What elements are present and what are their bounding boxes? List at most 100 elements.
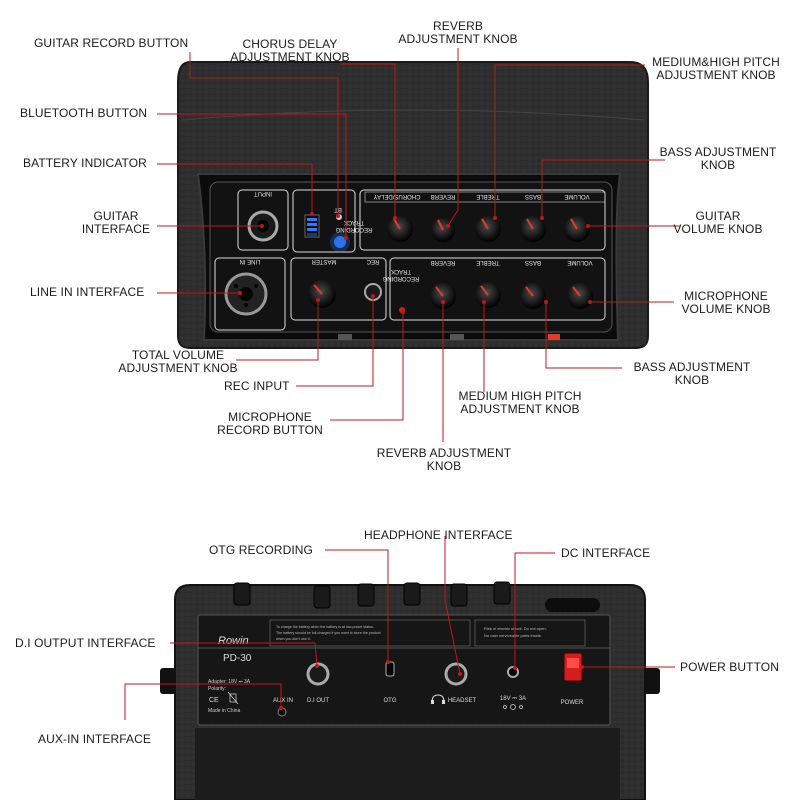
master-knob[interactable] xyxy=(308,280,336,308)
reverb-knob-guitar[interactable] xyxy=(431,218,455,242)
panel-recording-small: RECORDING xyxy=(335,226,372,232)
panel-input-text: INPUT xyxy=(254,190,272,196)
panel-track-text: TRACK xyxy=(391,268,411,274)
label-reverb-top-line2: ADJUSTMENT KNOB xyxy=(398,32,518,46)
panel-reverb-text-2: REVERB xyxy=(431,259,456,265)
brand-logo: Rowin xyxy=(218,635,249,647)
battery-led-2 xyxy=(307,223,317,226)
label-aux-in-interface: AUX-IN INTERFACE xyxy=(38,732,151,746)
panel-chorus-text: CHORUS/DELAY xyxy=(374,193,421,199)
bass-knob-guitar[interactable] xyxy=(520,216,546,242)
label-bass-bottom-line1: BASS ADJUSTMENT xyxy=(633,360,751,374)
battery-led-3 xyxy=(307,228,317,231)
panel-track-small: TRACK xyxy=(344,219,364,225)
label-guitar-interface: GUITAR INTERFACE xyxy=(82,210,150,236)
panel-volume-text-2: VOLUME xyxy=(567,259,592,265)
panel-treble-text: TREBLE xyxy=(476,193,499,199)
label-mhp-top-line2: ADJUSTMENT KNOB xyxy=(656,68,776,82)
label-medium-high-pitch-knob-bottom: MEDIUM HIGH PITCH ADJUSTMENT KNOB xyxy=(458,390,581,416)
label-headphone-interface: HEADPHONE INTERFACE xyxy=(364,528,513,542)
battery-led-1 xyxy=(307,218,317,221)
headset-jack[interactable] xyxy=(444,662,468,686)
reverb-knob-mic[interactable] xyxy=(430,283,456,309)
adapter-text: Adapter: 18V ⎓ 3A xyxy=(208,679,251,685)
otg-text: OTG xyxy=(384,698,397,704)
dc-polarity-icon xyxy=(503,704,523,710)
label-chorus-delay-knob: CHORUS DELAY ADJUSTMENT KNOB xyxy=(230,38,349,64)
volume-knob-guitar[interactable] xyxy=(564,216,590,242)
label-mic-record-line2: RECORD BUTTON xyxy=(217,423,323,437)
label-di-output-interface: D.I OUTPUT INTERFACE xyxy=(15,636,156,650)
label-guitar-interface-line2: INTERFACE xyxy=(81,222,151,236)
label-bass-knob-bottom: BASS ADJUSTMENT KNOB xyxy=(634,361,751,387)
notice-left-2: The battery should be full-charged if yo… xyxy=(276,631,381,635)
bottom-amp xyxy=(160,581,660,800)
label-guitar-volume-knob: GUITAR VOLUME KNOB xyxy=(673,210,762,236)
top-amp xyxy=(177,61,649,349)
di-out-jack[interactable] xyxy=(306,662,330,686)
panel-bass-text: BASS xyxy=(525,193,541,199)
label-bass-top-line1: BASS ADJUSTMENT xyxy=(659,145,777,159)
label-total-volume-line2: ADJUSTMENT KNOB xyxy=(118,361,238,375)
dc-rating-text: 18V ⎓ 3A xyxy=(500,696,526,702)
panel-bass-text-2: BASS xyxy=(525,259,541,265)
bass-knob-mic[interactable] xyxy=(520,283,546,309)
chorus-delay-knob[interactable] xyxy=(387,216,413,242)
label-bass-knob-top: BASS ADJUSTMENT KNOB xyxy=(660,146,777,172)
label-mhp-top-line1: MEDIUM&HIGH PITCH xyxy=(652,55,780,69)
label-otg-recording: OTG RECORDING xyxy=(209,543,313,557)
headset-text: HEADSET xyxy=(448,698,477,704)
notice-left-1: To charge the battery when the battery i… xyxy=(276,625,374,629)
panel-master-text: MASTER xyxy=(311,258,337,264)
bluetooth-button[interactable] xyxy=(334,236,346,248)
notice-right-2: No user serviceable parts inside. xyxy=(484,633,542,638)
polarity-text: Polarity: xyxy=(208,686,226,692)
label-medium-high-pitch-knob-top: MEDIUM&HIGH PITCH ADJUSTMENT KNOB xyxy=(652,56,780,82)
label-reverb-bottom-line2: KNOB xyxy=(426,459,462,473)
label-line-in-interface: LINE IN INTERFACE xyxy=(30,285,145,299)
battery-led-4 xyxy=(307,233,317,236)
label-mic-volume-line1: MICROPHONE xyxy=(684,289,768,303)
power-text: POWER xyxy=(561,700,584,706)
otg-port[interactable] xyxy=(385,661,395,677)
label-guitar-interface-line1: GUITAR xyxy=(93,209,139,223)
headphone-icon xyxy=(431,694,445,704)
leader-lines xyxy=(124,48,680,720)
notice-left-3: when you don't use it. xyxy=(276,637,311,641)
treble-knob-mic[interactable] xyxy=(475,282,501,308)
label-total-volume-knob: TOTAL VOLUME ADJUSTMENT KNOB xyxy=(118,349,237,375)
volume-knob-mic[interactable] xyxy=(567,283,593,309)
label-mhp-bottom-line1: MEDIUM HIGH PITCH xyxy=(458,389,582,403)
label-mic-volume-line2: VOLUME KNOB xyxy=(681,302,771,316)
label-guitar-record-button: GUITAR RECORD BUTTON xyxy=(34,36,189,50)
treble-knob-guitar[interactable] xyxy=(475,216,501,242)
label-reverb-knob-top: REVERB ADJUSTMENT KNOB xyxy=(398,20,517,46)
label-total-volume-line1: TOTAL VOLUME xyxy=(131,348,225,362)
panel-line-in-text: LINE IN xyxy=(239,258,260,264)
panel-rec-text: REC xyxy=(366,258,379,264)
panel-volume-text: VOLUME xyxy=(564,193,589,199)
label-microphone-record-button: MICROPHONE RECORD BUTTON xyxy=(217,411,323,437)
panel-treble-text-2: TREBLE xyxy=(476,259,499,265)
label-reverb-bottom-line1: REVERB ADJUSTMENT xyxy=(376,446,512,460)
label-power-button: POWER BUTTON xyxy=(680,660,779,674)
made-in-text: Made in China xyxy=(208,708,240,714)
label-microphone-volume-knob: MICROPHONE VOLUME KNOB xyxy=(681,290,770,316)
panel-recording-text: RECORDING xyxy=(382,275,419,281)
label-reverb-top-line1: REVERB xyxy=(433,19,483,33)
label-chorus-delay-line1: CHORUS DELAY xyxy=(242,37,338,51)
label-mhp-bottom-line2: ADJUSTMENT KNOB xyxy=(460,402,580,416)
svg-text:CE: CE xyxy=(209,697,219,704)
label-bluetooth-button: BLUETOOTH BUTTON xyxy=(20,106,148,120)
bin-icon xyxy=(227,691,239,705)
label-mic-record-line1: MICROPHONE xyxy=(228,410,312,424)
model-label: PD-30 xyxy=(223,653,252,664)
label-bass-top-line2: KNOB xyxy=(700,158,736,172)
ce-mark-icon: CE xyxy=(209,697,219,704)
aux-in-text: AUX IN xyxy=(273,698,293,704)
label-guitar-volume-line1: GUITAR xyxy=(695,209,741,223)
label-battery-indicator: BATTERY INDICATOR xyxy=(23,156,147,170)
label-dc-interface: DC INTERFACE xyxy=(561,546,651,560)
